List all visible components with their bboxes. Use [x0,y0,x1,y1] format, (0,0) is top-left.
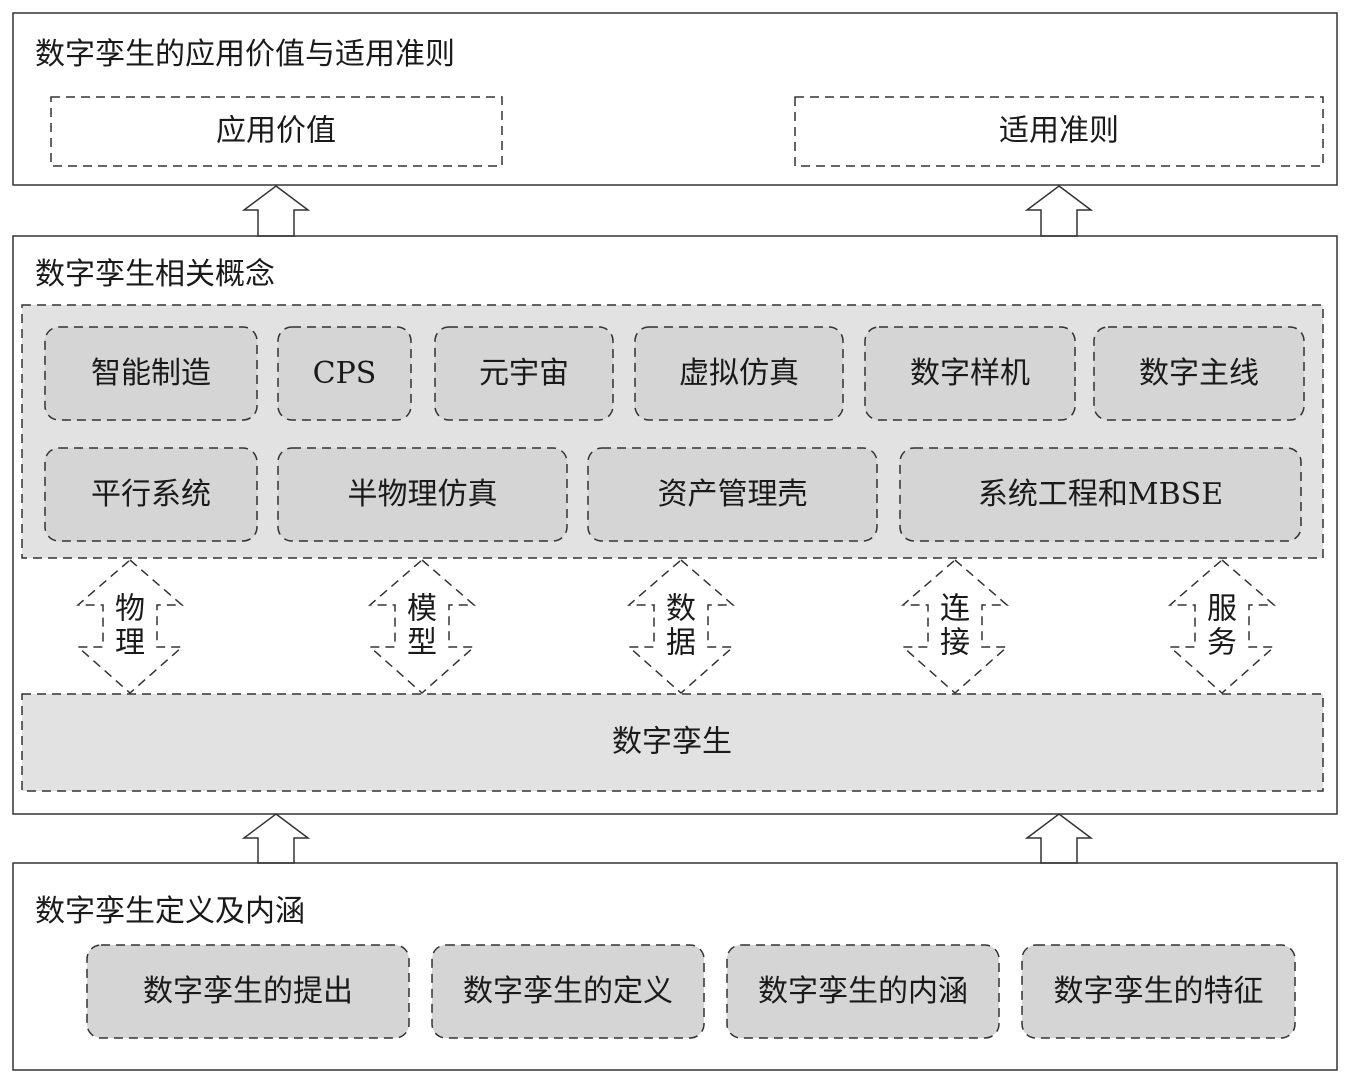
definition-item-label: 数字孪生的提出 [143,974,353,1009]
concept-box [277,326,412,421]
concept-label: 平行系统 [91,477,211,512]
digital-twin-base-label: 数字孪生 [612,725,732,760]
double-arrow-icon [75,559,185,695]
concept-label: 资产管理壳 [658,477,808,512]
link-label-char: 理 [115,626,145,661]
concept-box [44,447,258,542]
double-arrow-link: 物理 [75,559,185,695]
link-label-char: 据 [666,626,696,661]
middle-section: 数字孪生相关概念 智能制造 CPS 元宇宙 虚拟仿真 数字样机 数字主线 平行系统 半物理仿… [12,235,1338,815]
link-label-char: 服 [1207,592,1237,627]
definition-item-label: 数字孪生的特征 [1054,974,1264,1009]
double-arrow-icon [367,559,477,695]
bottom-section-title: 数字孪生定义及内涵 [35,894,305,929]
concept-label: 半物理仿真 [348,477,498,512]
top-section: 数字孪生的应用价值与适用准则 应用价值 适用准则 [12,12,1338,186]
double-arrow-icon [1167,559,1277,695]
bottom-section-frame [12,862,1338,1071]
concept-label: 数字样机 [910,356,1030,391]
link-label-char: 数 [666,592,696,627]
middle-section-title: 数字孪生相关概念 [35,257,275,292]
link-label-char: 连 [940,592,970,627]
link-label-char: 接 [940,626,970,661]
link-label-char: 模 [407,592,437,627]
double-arrow-icon [900,559,1010,695]
top-section-frame [12,12,1338,186]
digital-twin-base-box [21,693,1324,792]
link-label-char: 务 [1207,626,1237,661]
double-arrow-icon [626,559,736,695]
concept-label: 元宇宙 [479,356,569,391]
definition-item-label: 数字孪生的内涵 [758,974,968,1009]
concept-box [587,447,878,542]
double-arrow-link: 连接 [900,559,1010,695]
applicable-criteria-box [794,96,1324,167]
concept-box [434,326,614,421]
double-arrow-link: 模型 [367,559,477,695]
double-arrow-link: 服务 [1167,559,1277,695]
link-label-char: 物 [115,592,145,627]
definition-item-box [431,944,705,1039]
top-section-title: 数字孪生的应用价值与适用准则 [35,37,455,72]
concept-box [1093,326,1305,421]
concept-box [277,447,568,542]
definition-item-label: 数字孪生的定义 [463,974,673,1009]
up-arrow-icon [1024,813,1094,864]
definition-item-box [1021,944,1296,1039]
concept-box [44,326,258,421]
concept-label: 虚拟仿真 [679,356,799,391]
concept-label: 智能制造 [91,356,211,391]
up-arrow-icon [1024,185,1094,237]
link-label-char: 型 [407,626,437,661]
concept-label: 系统工程和MBSE [978,477,1223,512]
concept-box [864,326,1076,421]
definition-item-box [86,944,410,1039]
concept-label: CPS [313,356,377,391]
middle-section-frame [12,235,1338,815]
definition-item-box [726,944,1000,1039]
up-arrow-icon [241,185,311,237]
application-value-label: 应用价值 [216,114,336,149]
concept-box [634,326,844,421]
up-arrow-icon [241,813,311,864]
concept-box [899,447,1302,542]
concept-label: 数字主线 [1139,356,1259,391]
applicable-criteria-label: 适用准则 [999,114,1119,149]
double-arrow-link: 数据 [626,559,736,695]
bottom-section: 数字孪生定义及内涵 数字孪生的提出 数字孪生的定义 数字孪生的内涵 数字孪生的特征 [12,862,1338,1071]
application-value-box [50,96,503,167]
